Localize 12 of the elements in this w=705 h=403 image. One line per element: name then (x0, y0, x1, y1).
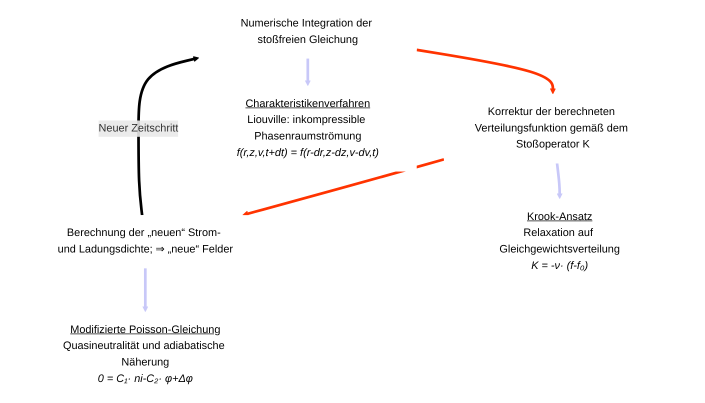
arrow (556, 163, 563, 200)
arrow (142, 268, 148, 312)
arrow (416, 48, 556, 94)
edge-label: Neuer Zeitschritt (98, 122, 178, 134)
arrow (137, 56, 200, 216)
node-text: Numerische Integration der stoßfreien Gleichung (240, 18, 372, 46)
node-text: Krook-Ansatz Relaxation auf Gleichgewichtsverteilung K = -ν· (f-f₀) (499, 211, 620, 272)
arrow (304, 58, 311, 86)
arrow (242, 158, 444, 217)
node-text: Modifizierte Poisson-Gleichung Quasineutralität und adiabatische Näherung 0 = C₁· ni-C₂· φ+Δφ (62, 324, 225, 385)
node-text: Berechnung der „neuen“ Strom- und Ladungsdichte; ⇒ „neue“ Felder (58, 227, 233, 256)
node-text: Korrektur der berechneten Verteilungsfunktion gemäß dem Stoßoperator K (474, 106, 628, 150)
